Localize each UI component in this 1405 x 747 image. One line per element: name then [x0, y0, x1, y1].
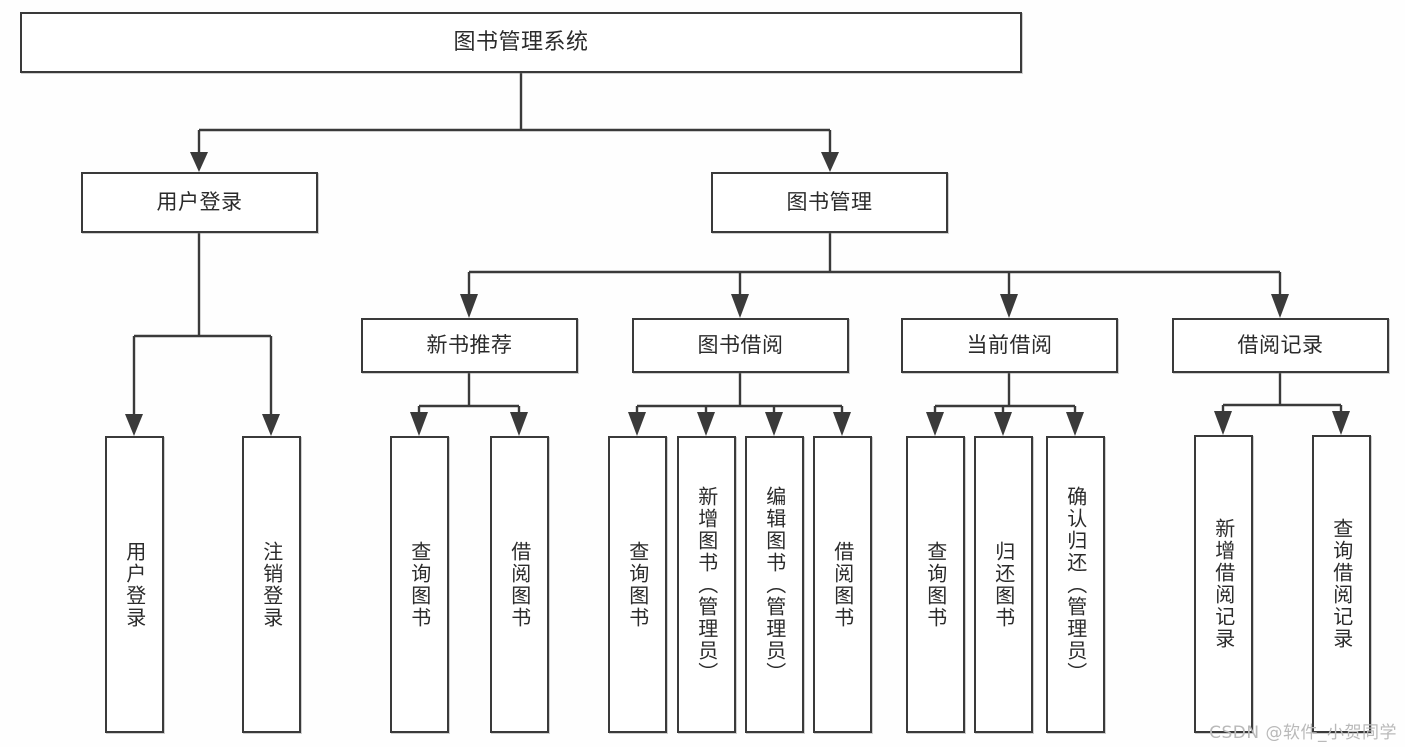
node-leaf-add-record[interactable]: 新增借阅记录 — [1194, 435, 1253, 733]
arrowhead-book-borrow — [731, 294, 749, 318]
arrowhead-userlogin — [190, 152, 208, 172]
node-leaf-query-book-1-label: 查询图书 — [407, 540, 432, 629]
node-leaf-query-book-3-label: 查询图书 — [923, 540, 948, 629]
node-leaf-query-book-2[interactable]: 查询图书 — [608, 436, 667, 733]
arrowhead-leaf-borrow-book-1 — [510, 412, 528, 436]
node-new-book-rec-label: 新书推荐 — [426, 333, 513, 358]
arrowhead-current-borrow — [1000, 294, 1018, 318]
node-book-borrow[interactable]: 图书借阅 — [632, 318, 849, 373]
arrowhead-leaf-add-record — [1214, 411, 1232, 435]
node-current-borrow-label: 当前借阅 — [966, 333, 1053, 358]
node-leaf-query-record-label: 查询借阅记录 — [1329, 518, 1354, 650]
node-leaf-query-record[interactable]: 查询借阅记录 — [1312, 435, 1371, 733]
node-leaf-edit-book[interactable]: 编辑图书（管理员） — [745, 436, 804, 733]
node-leaf-add-book[interactable]: 新增图书（管理员） — [677, 436, 736, 733]
node-leaf-add-record-label: 新增借阅记录 — [1211, 518, 1236, 650]
node-book-manage-label: 图书管理 — [786, 190, 873, 215]
arrowhead-leaf-logout — [262, 414, 280, 436]
node-root-label: 图书管理系统 — [453, 29, 589, 55]
node-new-book-rec[interactable]: 新书推荐 — [361, 318, 578, 373]
node-root[interactable]: 图书管理系统 — [20, 12, 1022, 73]
node-leaf-borrow-book-2-label: 借阅图书 — [830, 540, 855, 629]
arrowhead-borrow-record — [1271, 294, 1289, 318]
arrowhead-leaf-query-book-2 — [628, 412, 646, 436]
node-book-borrow-label: 图书借阅 — [697, 333, 784, 358]
node-leaf-query-book-3[interactable]: 查询图书 — [906, 436, 965, 733]
arrowhead-leaf-user-login — [125, 414, 143, 436]
node-leaf-query-book-1[interactable]: 查询图书 — [390, 436, 449, 733]
arrowhead-leaf-edit-book — [765, 412, 783, 436]
node-book-manage[interactable]: 图书管理 — [711, 172, 948, 233]
node-leaf-add-book-label: 新增图书（管理员） — [694, 485, 719, 684]
arrowhead-leaf-confirm-return — [1066, 412, 1084, 436]
node-user-login[interactable]: 用户登录 — [81, 172, 318, 233]
arrowhead-leaf-borrow-book-2 — [833, 412, 851, 436]
node-leaf-user-login-label: 用户登录 — [122, 540, 147, 629]
arrowhead-leaf-query-book-1 — [410, 412, 428, 436]
node-leaf-logout-label: 注销登录 — [259, 540, 284, 629]
arrowhead-leaf-add-book — [697, 412, 715, 436]
node-leaf-query-book-2-label: 查询图书 — [625, 540, 650, 629]
node-leaf-user-login[interactable]: 用户登录 — [105, 436, 164, 733]
arrowhead-leaf-query-book-3 — [926, 412, 944, 436]
arrowhead-leaf-query-record — [1332, 411, 1350, 435]
node-leaf-logout[interactable]: 注销登录 — [242, 436, 301, 733]
csdn-watermark: CSDN @软件_小贺同学 — [1209, 723, 1397, 743]
node-leaf-borrow-book-2[interactable]: 借阅图书 — [813, 436, 872, 733]
arrowhead-bookmanage — [821, 152, 839, 172]
node-leaf-confirm-return-label: 确认归还（管理员） — [1063, 485, 1088, 684]
node-leaf-borrow-book-1-label: 借阅图书 — [507, 540, 532, 629]
node-current-borrow[interactable]: 当前借阅 — [901, 318, 1118, 373]
node-leaf-return-book-label: 归还图书 — [991, 540, 1016, 629]
node-borrow-record-label: 借阅记录 — [1237, 333, 1324, 358]
node-leaf-return-book[interactable]: 归还图书 — [974, 436, 1033, 733]
arrowhead-new-book-rec — [460, 294, 478, 318]
node-leaf-edit-book-label: 编辑图书（管理员） — [762, 485, 787, 684]
arrowhead-leaf-return-book — [994, 412, 1012, 436]
node-borrow-record[interactable]: 借阅记录 — [1172, 318, 1389, 373]
node-user-login-label: 用户登录 — [156, 190, 243, 215]
node-leaf-confirm-return[interactable]: 确认归还（管理员） — [1046, 436, 1105, 733]
node-leaf-borrow-book-1[interactable]: 借阅图书 — [490, 436, 549, 733]
